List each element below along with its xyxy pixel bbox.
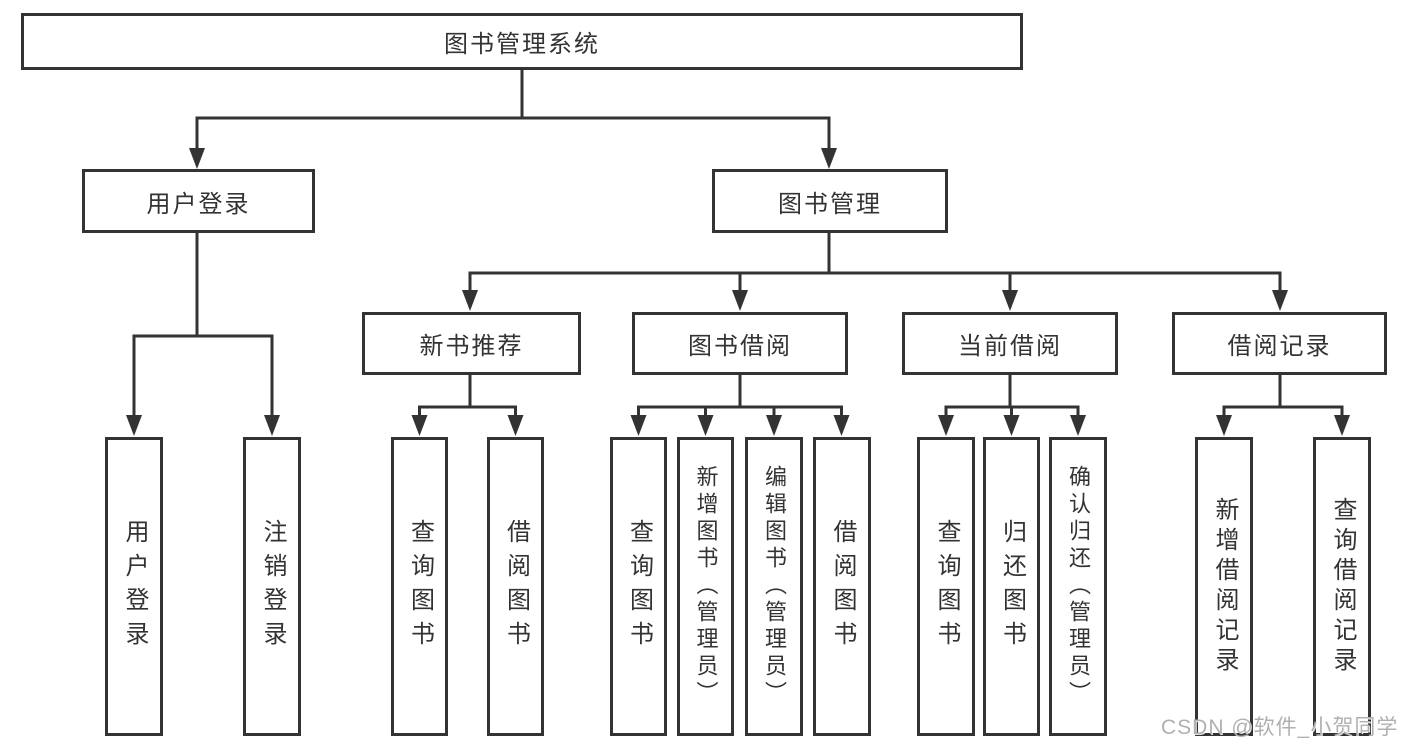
node-book-borrowing: 图书借阅 xyxy=(632,312,848,375)
leaf-user-login: 用户登录 xyxy=(105,437,163,736)
node-root-system: 图书管理系统 xyxy=(21,13,1023,70)
node-current-borrowing: 当前借阅 xyxy=(902,312,1118,375)
leaf-recommend-query-books: 查询图书 xyxy=(391,437,448,736)
leaf-current-confirm-return-admin: 确认归还（管理员） xyxy=(1049,437,1107,736)
leaf-borrowing-edit-books-admin: 编辑图书（管理员） xyxy=(745,437,803,736)
node-user-login: 用户登录 xyxy=(82,169,315,233)
leaf-borrowing-add-books-admin: 新增图书（管理员） xyxy=(677,437,734,736)
leaf-records-add-borrow-record: 新增借阅记录 xyxy=(1195,437,1253,736)
leaf-records-query-borrow-record: 查询借阅记录 xyxy=(1313,437,1371,736)
leaf-logout: 注销登录 xyxy=(243,437,301,736)
csdn-watermark: CSDN @软件_小贺同学 xyxy=(1161,716,1399,739)
arrowheads xyxy=(126,148,1350,436)
leaf-recommend-borrow-books: 借阅图书 xyxy=(487,437,544,736)
leaf-borrowing-borrow-books: 借阅图书 xyxy=(813,437,871,736)
leaf-current-query-books: 查询图书 xyxy=(917,437,975,736)
node-book-management: 图书管理 xyxy=(712,169,948,233)
leaf-current-return-books: 归还图书 xyxy=(983,437,1040,736)
node-new-book-recommend: 新书推荐 xyxy=(362,312,581,375)
node-borrowing-records: 借阅记录 xyxy=(1172,312,1387,375)
leaf-borrowing-query-books: 查询图书 xyxy=(610,437,667,736)
